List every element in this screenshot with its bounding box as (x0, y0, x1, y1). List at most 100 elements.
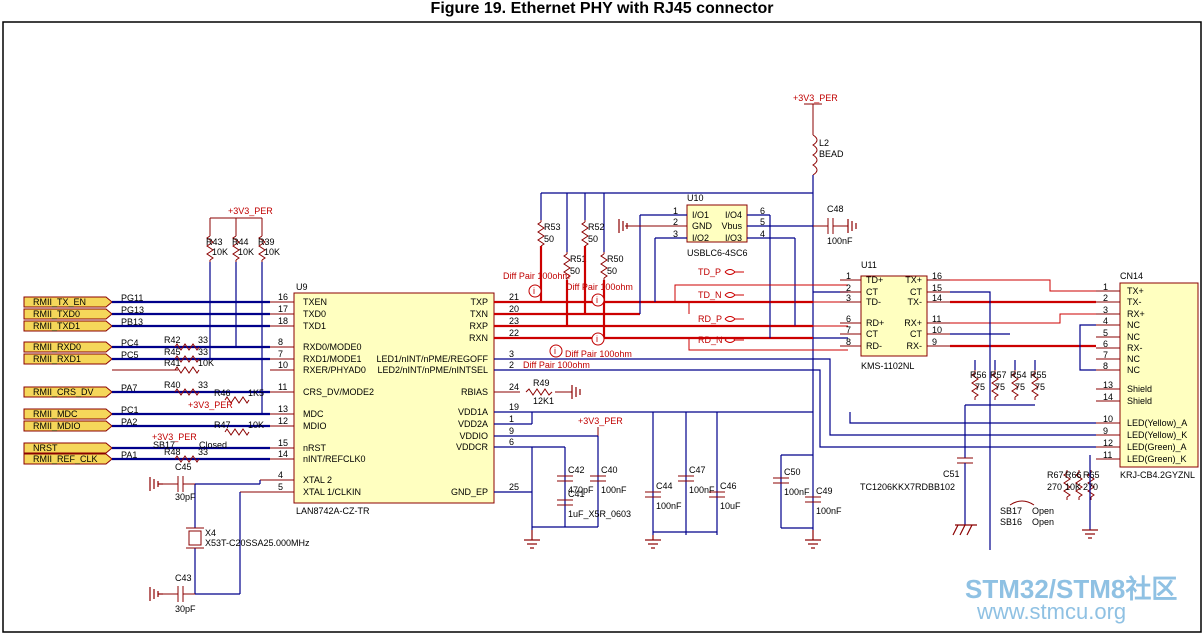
port-mcu-pin: PG13 (121, 305, 144, 315)
series-val: 33 (198, 347, 208, 357)
u9-pin-name: XTAL 2 (303, 475, 332, 485)
u9-pin-num: 25 (509, 482, 519, 492)
net-label: RD_N (698, 335, 723, 345)
port-mcu-pin: PC4 (121, 338, 139, 348)
term-ref: R51 (570, 254, 587, 264)
cn14-pin-num: 14 (1103, 392, 1113, 402)
info-icon (528, 284, 542, 298)
u10-pin-num: 6 (760, 206, 765, 216)
port-mcu-pin: PG11 (121, 293, 143, 303)
u9-pin-num: 12 (278, 416, 288, 426)
c48-ref: C48 (827, 204, 844, 214)
cn14-pin-name: TX- (1127, 297, 1142, 307)
port-rmii_tx_en (23, 296, 113, 308)
decoup-val: 100nF (816, 506, 842, 516)
u9-pin-num: 21 (509, 292, 519, 302)
port-rmii_txd0 (23, 308, 113, 320)
decoup-val: 1uF_X5R_0603 (568, 509, 631, 519)
u9-pin-name: MDC (303, 409, 324, 419)
u10-pin-num: 1 (673, 206, 678, 216)
u9-part: LAN8742A-CZ-TR (296, 506, 370, 516)
u9-pin-num: 9 (509, 426, 514, 436)
r49-val: 12K1 (533, 396, 554, 406)
decoup-ref: C47 (689, 465, 706, 475)
cn14-pin-name: NC (1127, 354, 1140, 364)
series-val: 33 (198, 335, 208, 345)
net-label: RD_P (698, 314, 722, 324)
c51-ref: C51 (943, 469, 960, 479)
port-label: RMII_REF_CLK (33, 454, 98, 464)
svg-text:i: i (596, 334, 598, 344)
u9-pin-name: GND_EP (451, 487, 488, 497)
decoup-ref: C41 (568, 489, 585, 499)
c43-ref: C43 (175, 573, 192, 583)
u9-pin-num: 23 (509, 316, 519, 326)
decoup-ref: C44 (656, 481, 673, 491)
u10-pin-name: Vbus (721, 221, 742, 231)
cn14-pin-name: NC (1127, 320, 1140, 330)
u9-pin-name: RXD0/MODE0 (303, 342, 362, 352)
u9-pin-num: 4 (278, 470, 283, 480)
cn14-pin-name: NC (1127, 365, 1140, 375)
led-res-ref: R65 (1083, 470, 1100, 480)
u9-pin-name: TXN (470, 309, 488, 319)
cn14-ref: CN14 (1120, 271, 1143, 281)
series-val: 33 (198, 380, 208, 390)
sb17b-state: Open (1032, 506, 1054, 516)
pullup-ref: R39 (258, 237, 275, 247)
decoup-ref: C46 (720, 481, 737, 491)
term-ref: R53 (544, 222, 561, 232)
svg-text:i: i (596, 295, 598, 305)
u9-pin-num: 16 (278, 292, 288, 302)
cn14-pin-num: 7 (1103, 350, 1108, 360)
cn14-pin-num: 10 (1103, 414, 1113, 424)
led-res-ref: R66 (1065, 470, 1082, 480)
vdd-decoupling: +3V3_PER C42470pFC411uF_X5R_0603C40100nF… (494, 411, 842, 549)
u11-pin-num: 1 (846, 271, 851, 281)
u9-pin-name: nRST (303, 443, 327, 453)
decoup-val: 10uF (720, 501, 741, 511)
cn14-pin-name: LED(Yellow)_A (1127, 418, 1187, 428)
sb16-state: Open (1032, 517, 1054, 527)
u11-pin-name: TD- (866, 297, 881, 307)
u11-pin-num: 6 (846, 314, 851, 324)
crystal-circuit: X4 X53T-C20SSA25.000MHz C45 30pF C43 30p… (149, 462, 310, 614)
u9-pin-name: TXD0 (303, 309, 326, 319)
decoup-val: 100nF (601, 485, 627, 495)
l2-ref: L2 (819, 138, 829, 148)
diff-label-2: Diff Pair 100ohm (566, 282, 633, 292)
pullup-ref: R44 (232, 237, 249, 247)
port-mcu-pin: PC1 (121, 405, 139, 415)
info-icon (591, 332, 605, 346)
cn14-part: KRJ-CB4.2GYZNL (1120, 470, 1195, 480)
cn14-pin-name: RX+ (1127, 309, 1145, 319)
inductor-symbol (812, 134, 818, 176)
port-nrst (23, 442, 113, 454)
cn14-pin-name: LED(Green)_A (1127, 442, 1187, 452)
c45-val: 30pF (175, 492, 196, 502)
diff-label-1: Diff Pair 100ohm (503, 271, 570, 281)
port-label: RMII_MDC (33, 409, 78, 419)
u9-pin-num: 2 (509, 360, 514, 370)
info-icon (591, 293, 605, 307)
cn14-pin-name: LED(Green)_K (1127, 454, 1187, 464)
series-ref: R40 (164, 380, 181, 390)
rj-res-ref: R56 (970, 370, 987, 380)
rbias: R49 12K1 (494, 378, 581, 406)
port-label: RMII_MDIO (33, 421, 81, 431)
u9-pin-name: VDDCR (456, 442, 489, 452)
u9-pin-num: 10 (278, 360, 288, 370)
port-rmii_rxd0 (23, 341, 113, 353)
u9-pin-name: LED1/nINT/nPME/REGOFF (376, 354, 488, 364)
u9-pin-num: 19 (509, 402, 519, 412)
rj-res-ref: R54 (1010, 370, 1027, 380)
net-label: TD_N (698, 290, 722, 300)
u11-ref: U11 (861, 260, 877, 270)
cn14-pin-num: 9 (1103, 426, 1108, 436)
u9-pin-name: TXP (470, 297, 488, 307)
u11-pin-num: 15 (932, 283, 942, 293)
